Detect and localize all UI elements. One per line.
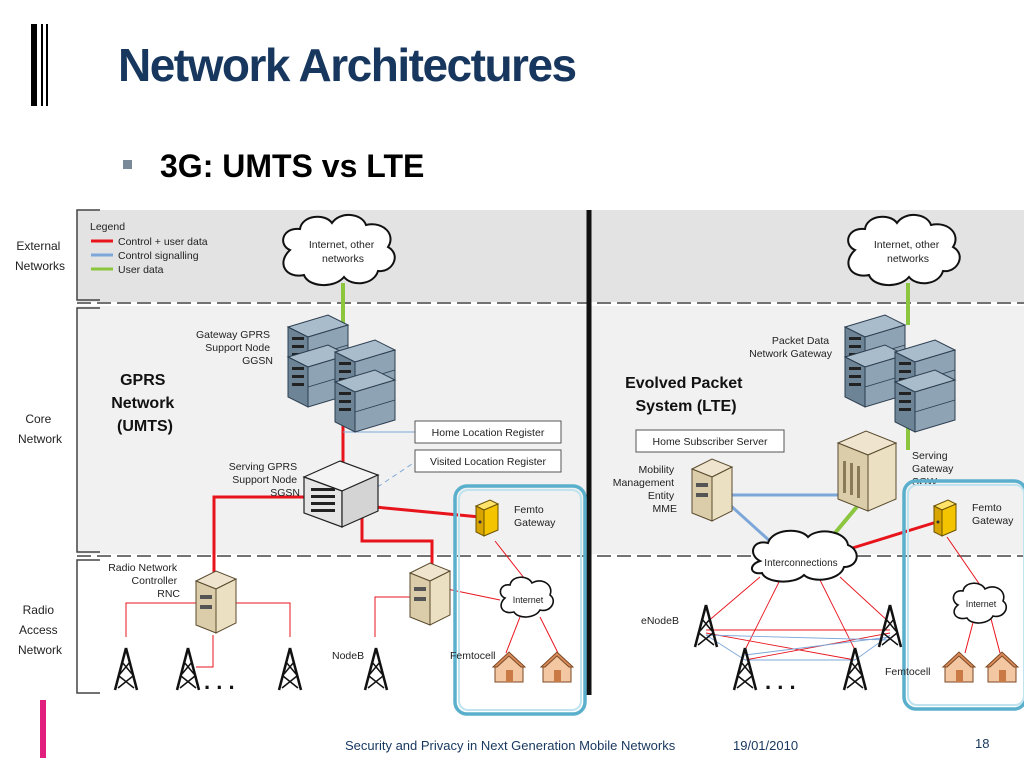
network-diagram: External Networks Core Network Radio Acc… — [15, 209, 1024, 716]
layer-label-external: External Networks — [15, 239, 65, 273]
umts-internet-cloud: Internet, other networks — [282, 214, 396, 286]
svg-text:Interconnections: Interconnections — [764, 558, 837, 569]
svg-text:Internet, other networks: Internet, other networks — [874, 239, 942, 265]
hlr-box: Home Location Register — [414, 420, 562, 444]
umts-femto-container — [453, 484, 587, 716]
umts-rnc-icon-2 — [409, 562, 451, 626]
lte-dots: . . . — [765, 669, 796, 694]
svg-text:Internet, other networks: Internet, other networks — [309, 239, 377, 265]
slide-title: Network Architectures — [118, 39, 577, 91]
footer-text: Security and Privacy in Next Generation … — [345, 738, 676, 753]
svg-text:Control + user data: Control + user data — [118, 236, 208, 248]
vlr-box: Visited Location Register — [414, 449, 562, 473]
umts-nodeb-label: NodeB — [332, 650, 364, 662]
umts-heading: GPRS Network (UMTS) — [111, 372, 179, 435]
lte-femto-gateway-label: Femto Gateway — [972, 502, 1014, 527]
lte-heading: Evolved Packet System (LTE) — [625, 375, 747, 415]
umts-femto-gateway-icon — [475, 499, 499, 537]
lte-femto-gateway-icon — [933, 499, 957, 537]
legend: Legend Control + user data Control signa… — [90, 221, 208, 276]
svg-text:Internet: Internet — [966, 599, 997, 609]
umts-dots: . . . — [204, 669, 235, 694]
svg-text:User data: User data — [118, 264, 164, 276]
lte-mme-icon — [691, 458, 733, 522]
umts-rnc-icon-1 — [195, 570, 237, 634]
title-decoration-bar-thin-1 — [41, 24, 43, 106]
lte-internet-cloud: Internet, other networks — [847, 214, 961, 286]
title-decoration-bar-thick — [31, 24, 37, 106]
bullet-marker — [123, 160, 132, 169]
svg-text:Control signalling: Control signalling — [118, 250, 199, 262]
umts-femto-gateway-label: Femto Gateway — [514, 504, 556, 529]
lte-sgw-icon — [836, 430, 898, 512]
lte-internet-small-cloud: Internet — [952, 582, 1008, 624]
lte-pgw-label: Packet Data Network Gateway — [749, 335, 833, 360]
umts-ggsn-label: Gateway GPRS Support Node GGSN — [196, 329, 273, 367]
page-number: 18 — [975, 736, 990, 751]
umts-rnc-label: Radio Network Controller RNC — [108, 562, 180, 600]
umts-femtocell-label: Femtocell — [450, 650, 496, 662]
svg-text:Legend: Legend — [90, 221, 125, 233]
title-decoration-bar-thin-2 — [46, 24, 48, 106]
lte-mesh-links — [705, 576, 891, 661]
umts-sgsn-label: Serving GPRS Support Node SGSN — [229, 461, 300, 499]
svg-text:Home Subscriber Server: Home Subscriber Server — [653, 436, 768, 448]
svg-text:Internet: Internet — [513, 595, 544, 605]
lte-interconnections-cloud: Interconnections — [751, 529, 858, 583]
footer-accent-bar — [40, 700, 46, 758]
lte-mme-label: Mobility Management Entity MME — [613, 464, 677, 515]
bullet-text: 3G: UMTS vs LTE — [160, 148, 425, 184]
svg-text:Home Location Register: Home Location Register — [432, 427, 545, 439]
svg-text:Visited Location Register: Visited Location Register — [430, 456, 546, 468]
hss-box: Home Subscriber Server — [635, 429, 785, 453]
umts-internet-small-cloud: Internet — [499, 576, 555, 618]
lte-enodeb-label: eNodeB — [641, 615, 679, 627]
layer-label-core: Core Network — [18, 412, 63, 446]
footer-date: 19/01/2010 — [733, 738, 799, 753]
lte-femtocell-label: Femtocell — [885, 666, 931, 678]
layer-label-radio: Radio Access Network — [18, 603, 63, 657]
lte-femto-container — [902, 479, 1024, 711]
umts-sgsn-switch-icon — [302, 460, 380, 528]
